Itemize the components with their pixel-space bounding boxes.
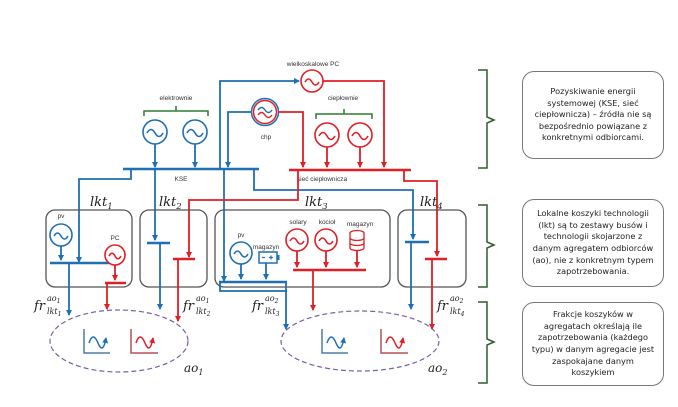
solar-thermal-label: solary bbox=[289, 219, 307, 226]
note-fraction-level: Frakcje koszyków w agregatach określają … bbox=[522, 302, 664, 386]
svg-text:lkt4: lkt4 bbox=[450, 307, 465, 318]
kse-to-lkt1-line bbox=[76, 169, 132, 263]
heat-storage-icon bbox=[349, 229, 365, 252]
heat-plants-bracket bbox=[315, 109, 373, 119]
aggregate-ao2-ellipse bbox=[280, 310, 440, 372]
pv-generator bbox=[229, 241, 253, 265]
basket-lkt2 bbox=[139, 209, 208, 288]
brace-system-level bbox=[478, 69, 496, 169]
svg-text:ao1: ao1 bbox=[47, 294, 60, 305]
svg-text:fr: fr bbox=[251, 299, 264, 314]
note-basket-level: Lokalne koszyki technologii (lkt) są to … bbox=[522, 199, 664, 287]
chp-label: chp bbox=[261, 134, 272, 141]
basket-lkt1 bbox=[45, 209, 133, 288]
heat-plant-generator bbox=[314, 122, 340, 148]
heat-plant-generator bbox=[347, 122, 373, 148]
basket-lkt4-label: lkt4 bbox=[420, 195, 443, 212]
svg-text:ao1: ao1 bbox=[196, 294, 209, 305]
fraction-lkt1-ao1: fr ao1 lkt1 bbox=[33, 294, 61, 318]
svg-text:lkt3: lkt3 bbox=[265, 307, 280, 318]
large-heat-pump-generator bbox=[300, 69, 324, 93]
battery-storage-label: magazyn bbox=[253, 244, 280, 251]
chp-electric-line bbox=[225, 111, 251, 168]
aggregate-ao2-label: ao2 bbox=[428, 361, 447, 377]
power-plants-bracket bbox=[143, 106, 209, 116]
solar-thermal-generator bbox=[285, 228, 309, 252]
heat-pump-generator bbox=[104, 244, 126, 266]
aggregate-ao1-label: ao1 bbox=[184, 361, 203, 377]
svg-text:ao2: ao2 bbox=[265, 294, 279, 305]
svg-text:fr: fr bbox=[33, 299, 46, 314]
large-hp-to-heat-network-line bbox=[323, 80, 387, 168]
pv-label: pv bbox=[238, 232, 246, 239]
chp-heat-line bbox=[279, 111, 306, 168]
kse-label: KSE bbox=[174, 176, 188, 183]
heat-to-lkt4-line bbox=[403, 170, 440, 257]
pv-generator bbox=[49, 223, 73, 247]
electric-demand-profile-icon bbox=[83, 329, 110, 354]
fraction-lkt4-ao2: fr ao2 lkt4 bbox=[436, 294, 465, 318]
heat-plants-label: ciepłownie bbox=[328, 95, 359, 102]
basket-lkt3 bbox=[214, 209, 391, 288]
boiler-generator bbox=[314, 228, 338, 252]
pv-label: pv bbox=[58, 213, 66, 220]
svg-text:ao2: ao2 bbox=[450, 294, 464, 305]
boiler-label: kocioł bbox=[319, 219, 336, 226]
power-plant-generator bbox=[182, 119, 208, 145]
power-plants-label: elektrownie bbox=[160, 95, 193, 102]
heat-storage-label: magazyn bbox=[347, 221, 374, 228]
battery-icon bbox=[258, 251, 280, 264]
fraction-lkt2-ao1: fr ao1 lkt2 bbox=[182, 294, 211, 318]
aggregate-ao1-ellipse bbox=[49, 309, 189, 373]
svg-text:lkt1: lkt1 bbox=[47, 307, 61, 318]
kse-to-lkt4-line bbox=[253, 169, 416, 240]
note-system-level: Pozyskiwanie energii systemowej (KSE, si… bbox=[522, 71, 664, 159]
fraction-lkt3-ao2: fr ao2 lkt3 bbox=[251, 294, 280, 318]
basket-lkt1-label: lkt1 bbox=[90, 195, 113, 212]
kse-to-large-hp-line bbox=[219, 78, 300, 168]
svg-text:fr: fr bbox=[436, 299, 449, 314]
heat-demand-profile-icon bbox=[130, 329, 158, 354]
basket-lkt3-label: lkt3 bbox=[305, 195, 328, 212]
heat-to-lkt2-line bbox=[186, 170, 299, 258]
svg-text:lkt2: lkt2 bbox=[196, 307, 211, 318]
heat-demand-profile-icon bbox=[380, 329, 408, 354]
power-plant-generator bbox=[142, 119, 168, 145]
large-heat-pump-label: wielkoskalowe PC bbox=[286, 61, 340, 68]
lkt3-electric-output bbox=[219, 282, 289, 330]
heat-network-label: sieć ciepłownicza bbox=[297, 176, 348, 183]
chp-generator bbox=[250, 97, 280, 127]
brace-basket-level bbox=[478, 204, 496, 288]
heat-pump-label: PC bbox=[110, 235, 119, 242]
basket-lkt2-label: lkt2 bbox=[159, 195, 182, 212]
electric-demand-profile-icon bbox=[321, 329, 348, 354]
svg-text:fr: fr bbox=[182, 299, 195, 314]
brace-fraction-level bbox=[478, 301, 496, 384]
